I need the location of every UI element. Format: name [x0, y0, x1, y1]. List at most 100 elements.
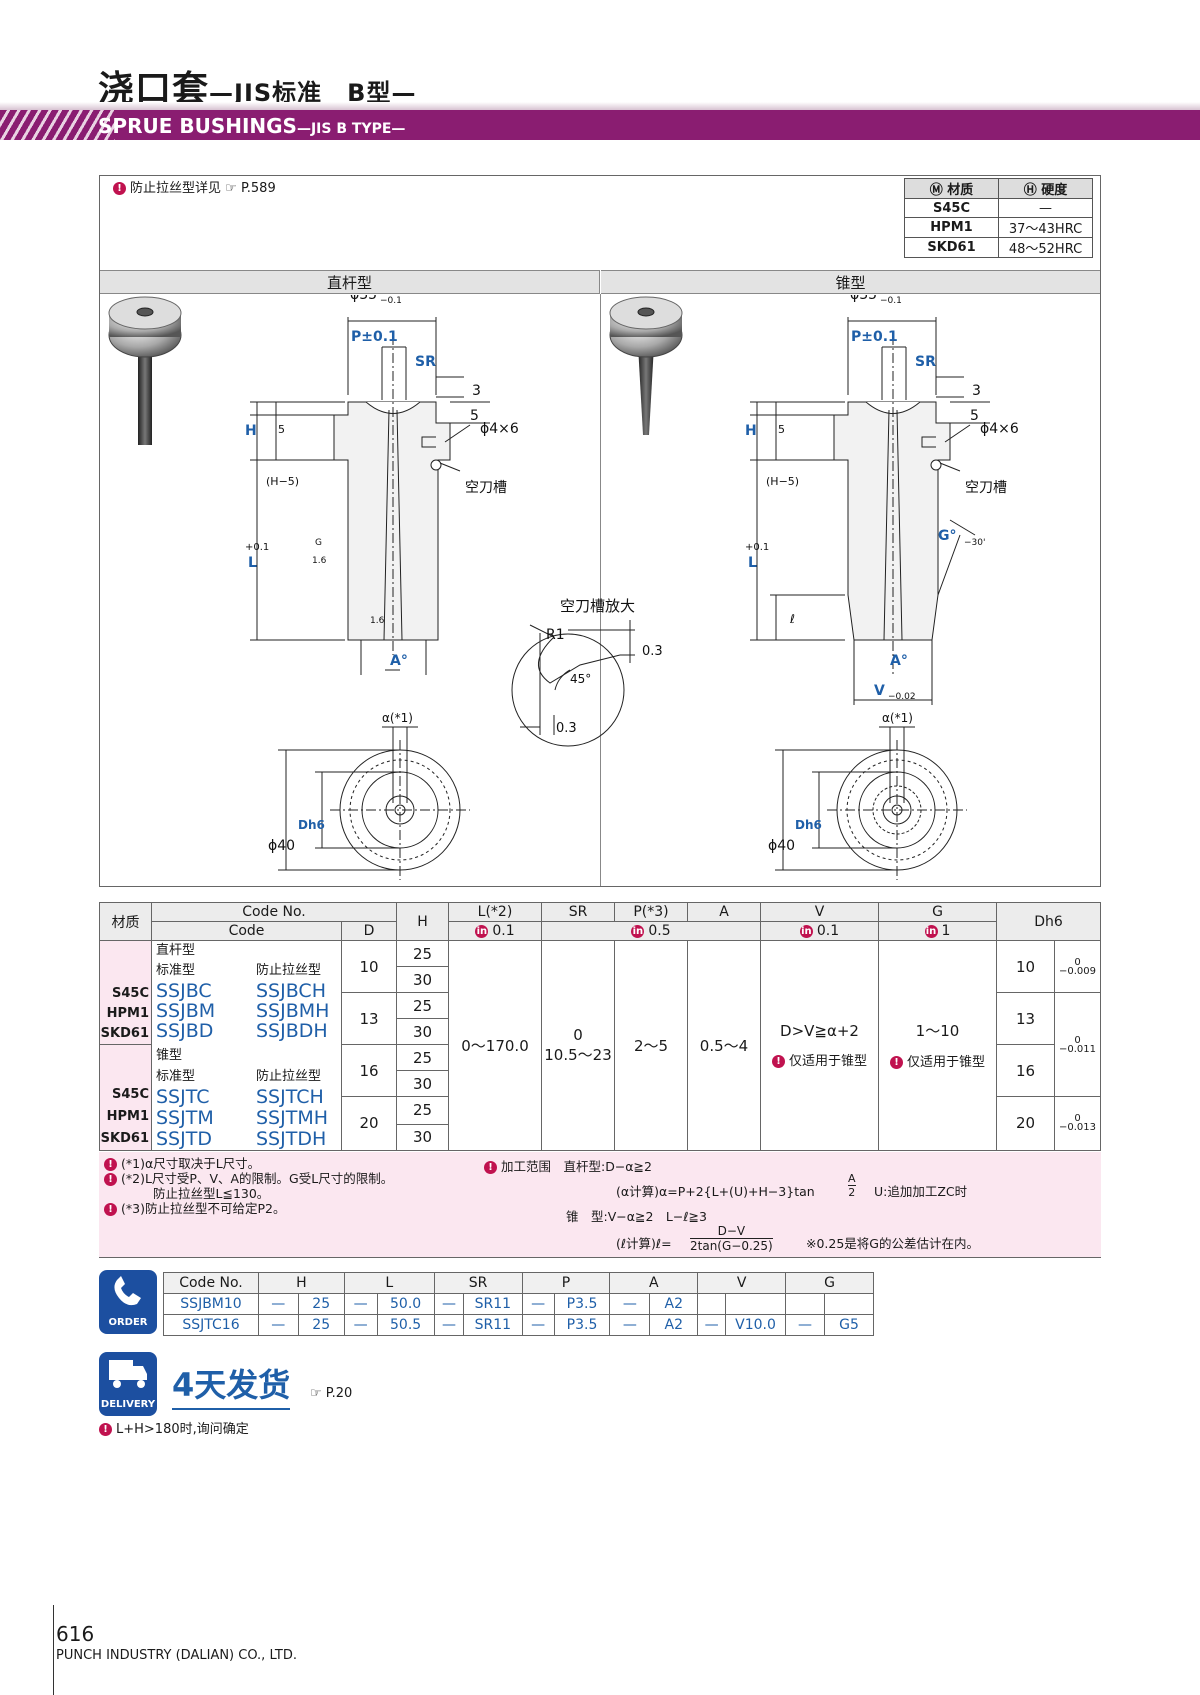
roughness: 1.6	[370, 616, 385, 626]
code-std[interactable]: SSJBD	[156, 1020, 214, 1042]
dim-g-tol: −30'	[964, 538, 985, 548]
g-note: 仅适用于锥型	[906, 1055, 985, 1071]
tol-zero: 0	[1074, 1034, 1081, 1046]
order-cell: A2	[649, 1293, 699, 1315]
h-cell: 30	[396, 1123, 449, 1151]
h-cell: 25	[396, 992, 449, 1019]
order-cell: 50.0	[376, 1293, 435, 1315]
delivery-ref-page[interactable]: P.20	[325, 1386, 353, 1401]
dh-tol: 0−0.009	[1054, 940, 1101, 993]
range-4: (ℓ计算)ℓ=	[616, 1236, 672, 1251]
dim-sr: SR	[415, 354, 436, 370]
dim-l: L	[748, 555, 757, 571]
dim-3: 3	[972, 383, 981, 399]
code-std[interactable]: SSJTD	[156, 1127, 212, 1150]
dim-phi40: ϕ40	[268, 838, 295, 854]
page-number: 616	[56, 1622, 95, 1646]
dim-a: A°	[890, 653, 908, 669]
dim-p: P±0.1	[851, 329, 898, 345]
order-h: A	[609, 1272, 699, 1294]
note-1: (*1)α尺寸取决于L尺寸。	[121, 1156, 261, 1171]
spec-h-g: G	[878, 902, 997, 922]
spec-h-a: A	[687, 902, 761, 922]
hardness-header: Ⓗ 硬度	[998, 178, 1093, 199]
anti-label: 防止拉丝型	[256, 963, 322, 978]
dim-phi35-taper: ϕ35	[850, 295, 877, 303]
tol-value: −0.013	[1058, 1122, 1096, 1134]
code-std[interactable]: SSJTM	[156, 1106, 214, 1129]
note-bullet-icon: !	[484, 1161, 497, 1174]
anti-label: 防止拉丝型	[256, 1068, 322, 1084]
code-std[interactable]: SSJBC	[156, 980, 212, 1002]
straight-label: 直杆型	[156, 943, 196, 958]
notes-right: !加工范围 直杆型:D−α≧2	[484, 1156, 652, 1175]
code-anti[interactable]: SSJTMH	[256, 1106, 329, 1129]
delivery-days: 4天发货	[172, 1360, 291, 1410]
unit-g: 1	[941, 923, 951, 939]
material-cell: SKD61	[904, 237, 999, 258]
order-sep: —	[258, 1314, 299, 1336]
code-anti[interactable]: SSJBDH	[256, 1020, 328, 1042]
tol-value: −0.011	[1058, 1043, 1096, 1055]
order-icon: ORDER	[99, 1270, 157, 1334]
order-h: P	[521, 1272, 611, 1294]
notes-panel	[99, 1152, 1101, 1258]
p-range: 2～5	[614, 940, 688, 1151]
technical-drawing: ϕ35 0 −0.1 P±0.1 SR 3 5 ϕ4×6 空刀槽 H 5 (H−…	[108, 295, 1019, 880]
order-cell: P3.5	[553, 1293, 611, 1315]
top-note-ref[interactable]: P.589	[240, 181, 276, 196]
note-bullet-icon: !	[104, 1158, 117, 1171]
code-anti[interactable]: SSJBCH	[256, 980, 326, 1002]
order-cell: SSJTC16	[163, 1314, 259, 1336]
code-anti[interactable]: SSJTCH	[256, 1085, 324, 1108]
dim-phi4x6: ϕ4×6	[480, 421, 519, 437]
dh-tol: 0−0.013	[1054, 1096, 1101, 1151]
dim-a: A°	[390, 653, 408, 669]
order-sep: —	[697, 1314, 726, 1336]
section-taper: 锥型	[601, 270, 1100, 294]
material-cell: S45C	[904, 198, 999, 218]
code-anti[interactable]: SSJBMH	[256, 1000, 330, 1022]
order-h: SR	[433, 1272, 523, 1294]
d-cell: 16	[341, 1044, 397, 1097]
order-h: V	[697, 1272, 787, 1294]
taper-bushing-photo	[609, 296, 683, 435]
note-2b: 防止拉丝型L≦130。	[153, 1186, 270, 1201]
dim-tol: −0.1	[380, 296, 402, 306]
top-note: !防止拉丝型详见 ☞ P.589	[113, 177, 276, 196]
dim-l-tol: +0.1	[745, 542, 769, 553]
dim-3: 3	[472, 383, 481, 399]
material-cell: HPM1	[904, 217, 999, 238]
dim-5: 5	[970, 408, 979, 424]
h-cell: 30	[396, 1018, 449, 1045]
tol-zero: 0	[1074, 1113, 1081, 1125]
order-cell: 50.5	[376, 1314, 435, 1336]
code-anti[interactable]: SSJTDH	[256, 1127, 327, 1150]
std-label: 标准型	[156, 1068, 196, 1084]
taper-end-view	[775, 726, 967, 880]
roughness: 1.6	[312, 556, 327, 566]
code-std[interactable]: SSJTC	[156, 1085, 210, 1108]
label-relief: 空刀槽	[965, 480, 1007, 496]
label-relief: 空刀槽	[465, 480, 507, 496]
dim-p: P±0.1	[351, 329, 398, 345]
code-std[interactable]: SSJBM	[156, 1000, 216, 1022]
inch-step-icon: in	[631, 924, 645, 938]
order-cell: SR11	[463, 1293, 523, 1315]
spec-h-p: P(*3)	[614, 902, 688, 922]
order-sep: —	[521, 1314, 555, 1336]
dim-h: H	[245, 423, 257, 439]
u-note: U:追加加工ZC时	[874, 1184, 968, 1199]
taper-label: 锥型	[156, 1047, 183, 1063]
dim-tol: 0	[882, 295, 888, 296]
spec-h-codeno: Code No.	[151, 902, 397, 922]
alpha-calc: (α计算)α=P+2{L+(U)+H−3}tan	[616, 1181, 815, 1200]
tol-zero: 0	[1074, 956, 1081, 968]
spec-h-l: L(*2)	[448, 902, 542, 922]
dim-phi40: ϕ40	[768, 838, 795, 854]
g-value: 1～10	[915, 1022, 960, 1041]
order-sep: —	[433, 1314, 465, 1336]
